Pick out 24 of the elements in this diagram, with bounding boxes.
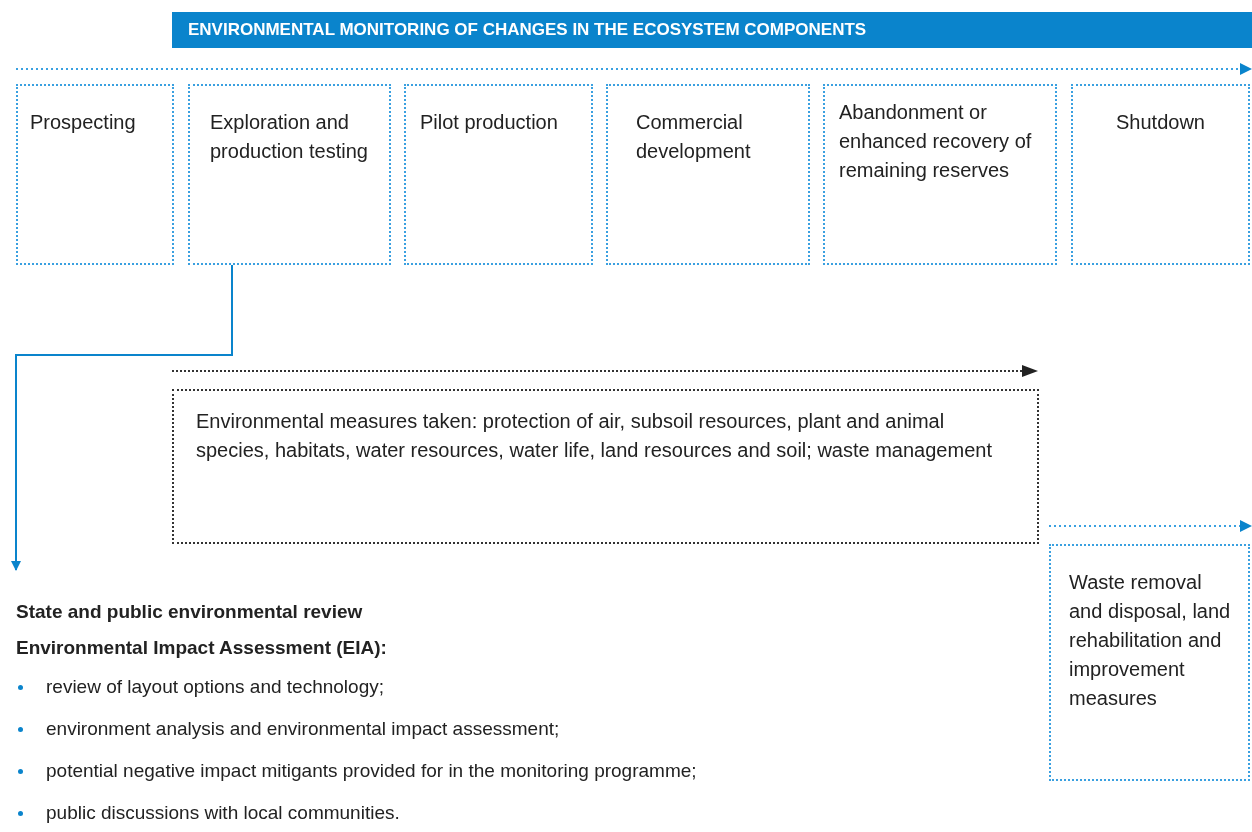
title-banner: ENVIRONMENTAL MONITORING OF CHANGES IN THE ECOSYSTEM COMPONENTS <box>172 12 1252 48</box>
stage-box <box>606 84 810 265</box>
arrow <box>11 264 233 571</box>
stage-box <box>16 84 174 265</box>
stage-box <box>404 84 593 265</box>
stage-box <box>823 84 1057 265</box>
box-text: Environmental measures taken: protection of air, subsoil resources, plant and animal species, habitats, water resources, water life, land resources and soil; waste management <box>196 409 993 463</box>
box-text: Exploration and production testing <box>210 110 369 164</box>
bullet-item: environment analysis and environmental impact assessment; <box>16 708 916 750</box>
stage-box <box>188 84 391 265</box>
bullet-item: review of layout options and technology; <box>16 666 916 708</box>
bullet-item: public discussions with local communities. <box>16 792 916 832</box>
box-text: Shutdown <box>1115 110 1206 135</box>
box-text: Waste removal and disposal, land rehabilitation and improvement measures <box>1069 570 1232 711</box>
box-text: Prospecting <box>30 110 137 135</box>
box-text: Pilot production <box>420 110 559 135</box>
bullet-item: potential negative impact mitigants provided for in the monitoring programme; <box>16 750 916 792</box>
heading: Environmental Impact Assessment (EIA): <box>16 636 388 660</box>
box-text: Commercial development <box>636 110 752 164</box>
stage-box <box>172 389 1039 544</box>
heading: State and public environmental review <box>16 600 364 624</box>
box-text: Abandonment or enhanced recovery of remaining reserves <box>839 100 1033 183</box>
stage-box <box>1049 544 1250 781</box>
stage-box <box>1071 84 1250 265</box>
